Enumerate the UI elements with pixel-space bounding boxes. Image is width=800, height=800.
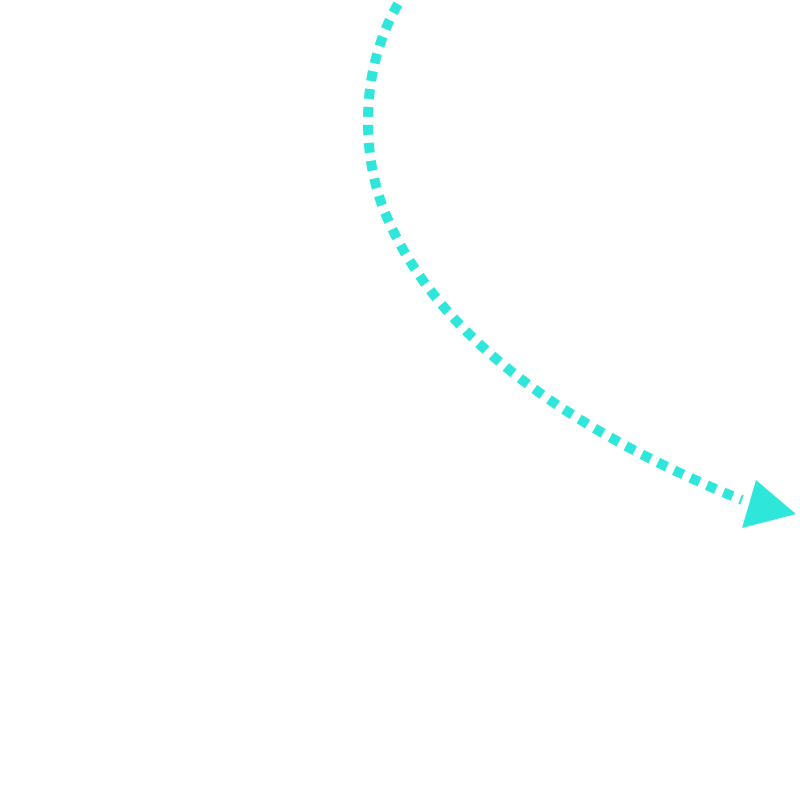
arrow-head: [742, 480, 796, 528]
dotted-curved-arrow-icon: [362, 1, 796, 528]
